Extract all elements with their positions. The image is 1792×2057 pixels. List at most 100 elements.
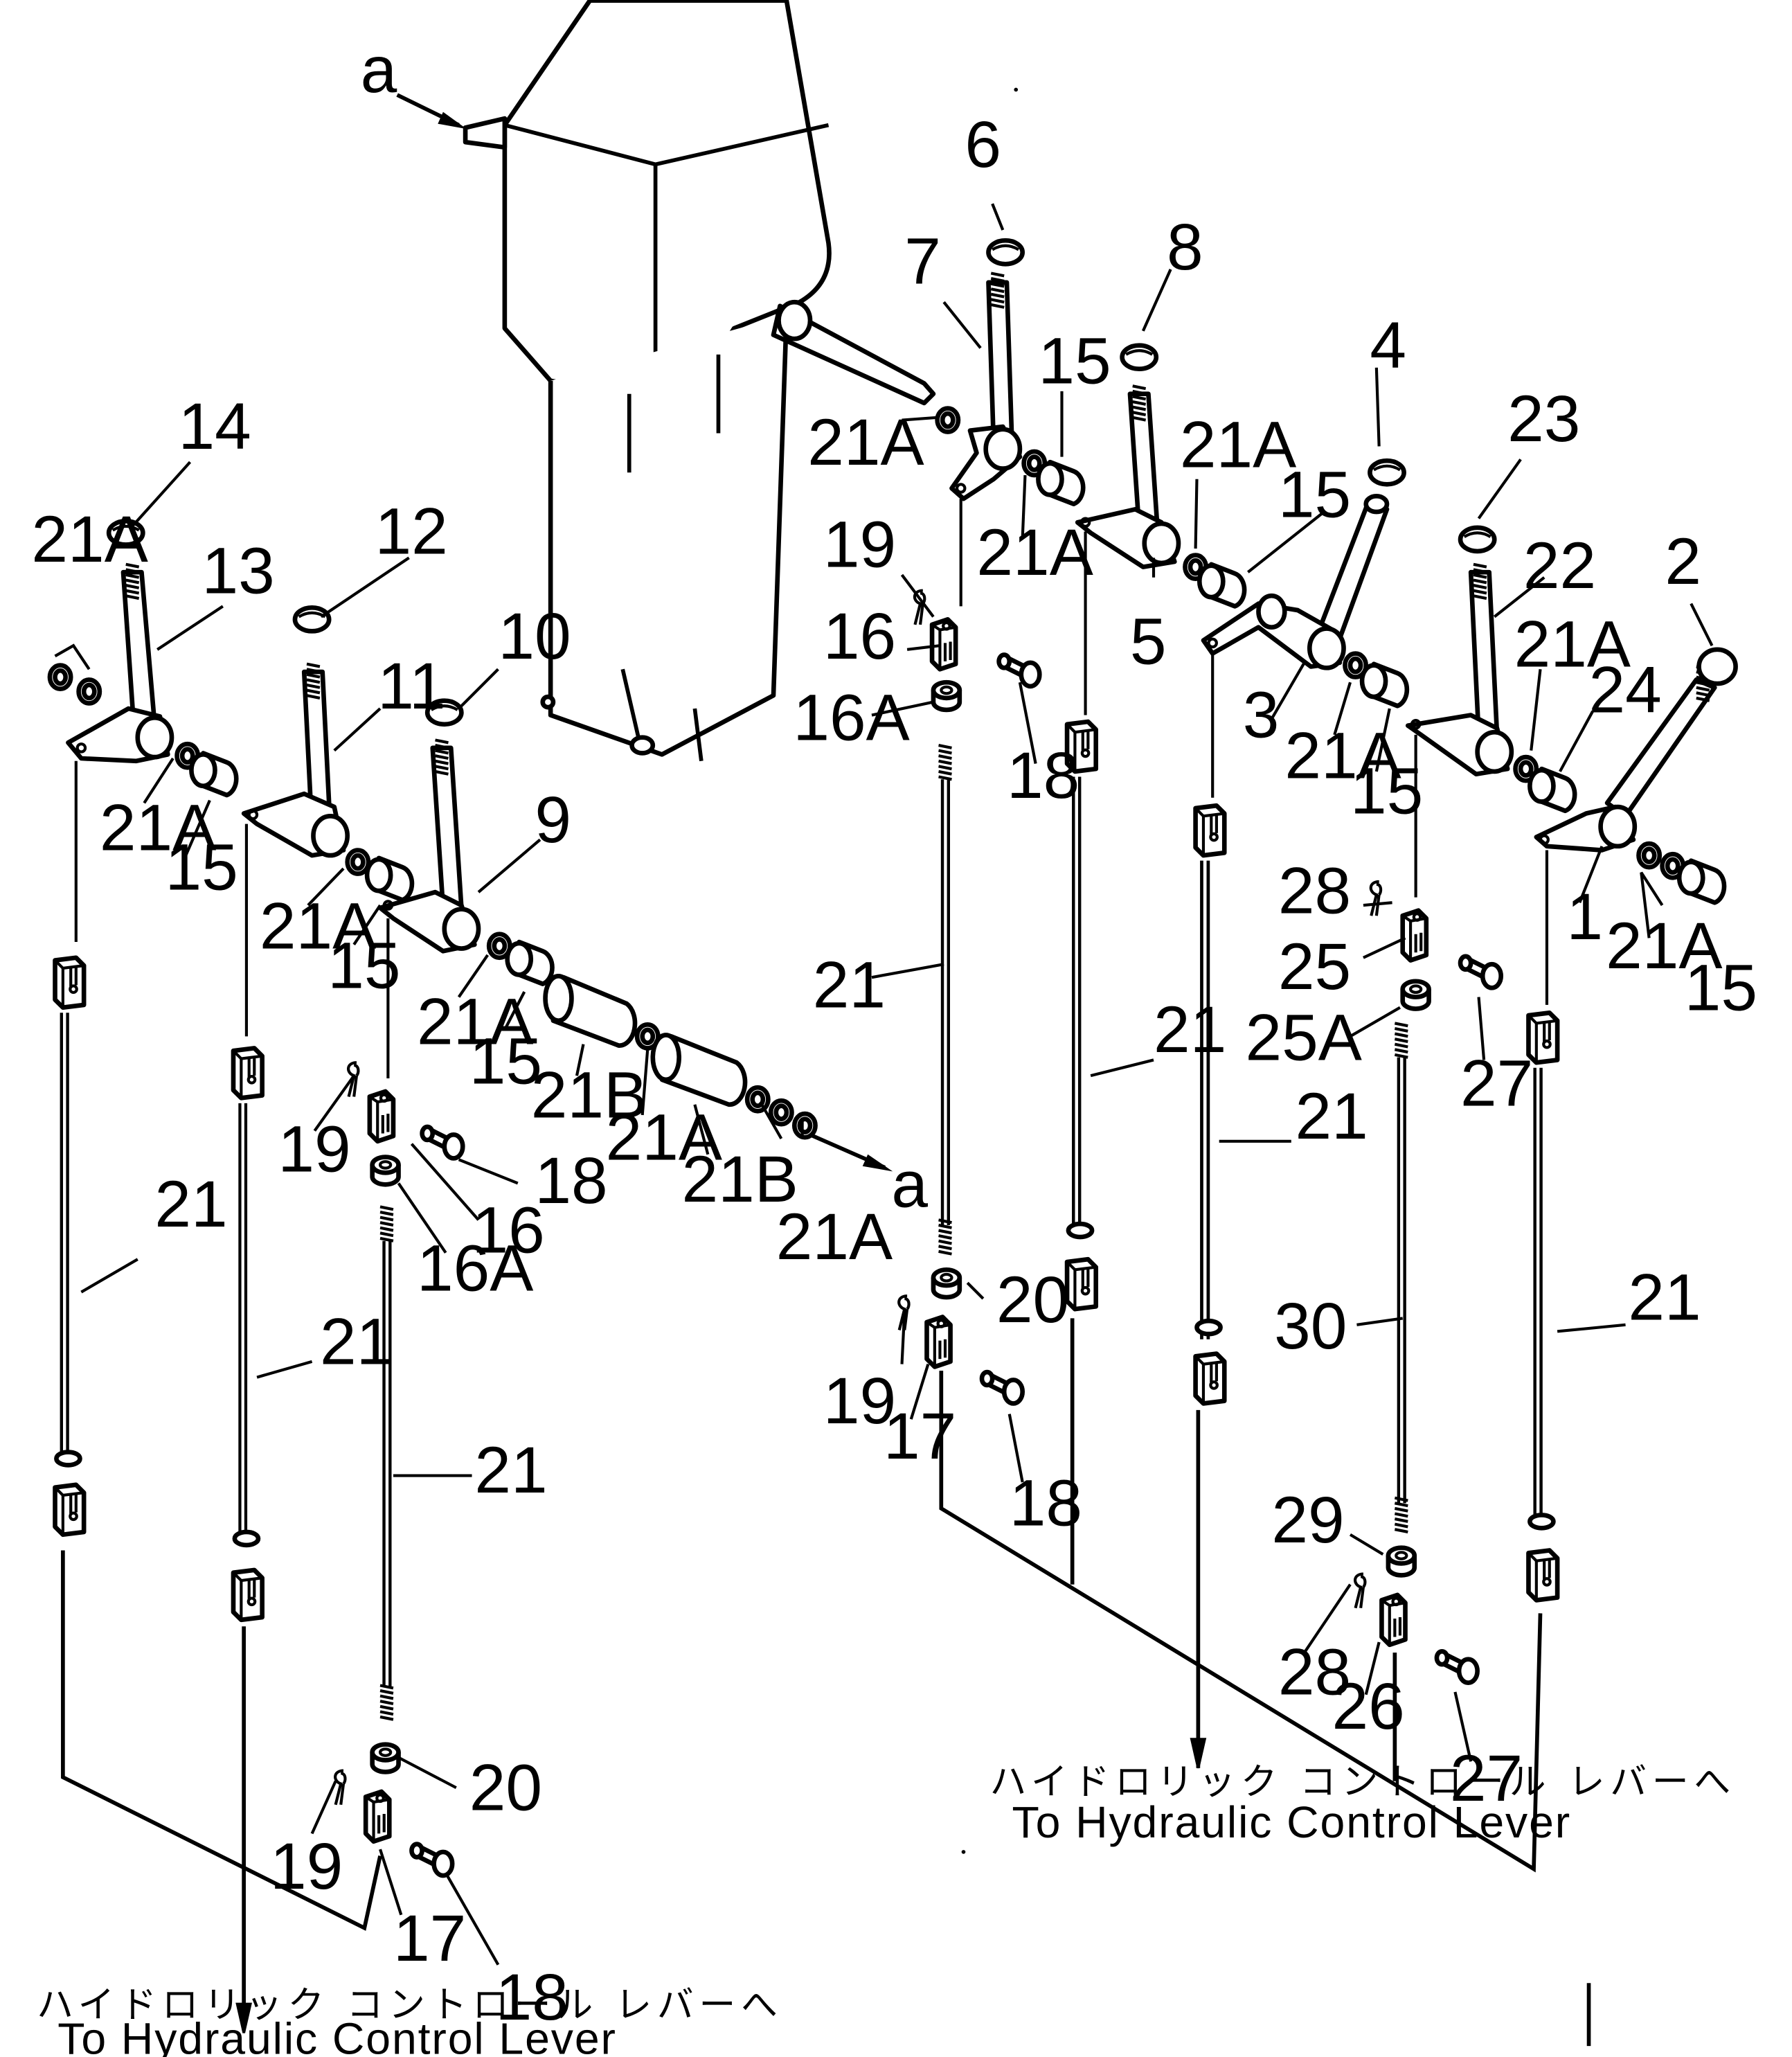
callout-labels: a a 14 21A 13 12 10 11 9 21A 15 21A 15 2…	[31, 33, 1757, 2034]
control-box	[463, 0, 936, 762]
callout-2: 2	[1665, 525, 1701, 598]
ball-2	[1696, 647, 1738, 686]
callout-18: 18	[496, 1961, 568, 2034]
bushing-15	[1679, 861, 1724, 903]
pin-27	[1437, 1651, 1478, 1682]
scan-dot	[961, 1850, 966, 1854]
rod-21-far-right	[1528, 1013, 1557, 1600]
callout-21: 21	[154, 1168, 227, 1241]
lever-assembly-3	[1201, 494, 1390, 670]
nut-20	[373, 1745, 399, 1772]
callout-19: 19	[270, 1830, 343, 1903]
washer-21A	[771, 1101, 791, 1124]
nut-16A	[933, 682, 960, 710]
callout-13: 13	[202, 534, 275, 607]
rod-21-center-right	[1196, 805, 1225, 1403]
callout-21B: 21B	[531, 1059, 647, 1132]
callout-5: 5	[1130, 605, 1167, 679]
note-japanese: ハイドロリック コントロール レバーへ	[37, 1984, 783, 2026]
cotter-pin-28	[1355, 1574, 1365, 1608]
ball-23	[1460, 528, 1494, 551]
callout-26: 26	[1332, 1670, 1404, 1743]
callout-20: 20	[996, 1263, 1069, 1337]
callout-14: 14	[178, 390, 251, 463]
clevis-17	[926, 1317, 950, 1367]
lever-assembly-5	[1075, 386, 1181, 569]
callout-21: 21	[474, 1434, 547, 1507]
callout-27: 27	[1450, 1742, 1523, 1815]
callout-17: 17	[393, 1902, 466, 1975]
rod-21-center	[1067, 722, 1096, 1309]
callout-21: 21	[813, 949, 886, 1022]
bushing-15	[1199, 564, 1244, 607]
callout-21A: 21A	[417, 986, 533, 1059]
cotter-pin-28	[1371, 882, 1381, 916]
callout-15: 15	[1685, 951, 1757, 1024]
callout-28: 28	[1278, 1636, 1351, 1709]
nut-16A	[373, 1157, 399, 1185]
callout-16A: 16A	[417, 1232, 533, 1306]
note-english: To Hydraulic Control Lever	[57, 2013, 617, 2057]
callout-21: 21	[1154, 993, 1226, 1067]
clevis-26	[1381, 1595, 1405, 1645]
clevis-25	[1403, 911, 1426, 961]
callout-16: 16	[823, 600, 896, 673]
washer-21A	[50, 666, 71, 689]
rod-21-far-left	[55, 958, 84, 1535]
callout-4: 4	[1370, 309, 1406, 382]
callout-21A: 21A	[606, 1101, 722, 1174]
callout-20: 20	[469, 1751, 542, 1824]
ball-6	[988, 240, 1022, 264]
rod-21-left	[233, 1048, 262, 1619]
callout-18: 18	[1010, 1467, 1082, 1540]
callout-11: 11	[377, 650, 445, 723]
washer-21A	[348, 851, 368, 874]
bushing-15	[1530, 769, 1575, 811]
callout-21A: 21A	[1606, 909, 1722, 983]
callout-21A: 21A	[31, 503, 147, 576]
callout-3: 3	[1243, 679, 1280, 752]
note-japanese: ハイドロリック コントロール レバーへ	[989, 1761, 1736, 1804]
ball-8	[1122, 346, 1156, 369]
callout-21: 21	[1628, 1261, 1701, 1334]
callout-21A: 21A	[807, 406, 924, 479]
ball-12	[295, 607, 329, 631]
bushing-15	[508, 942, 553, 984]
ball-4	[1370, 461, 1404, 484]
rod-30	[1395, 1023, 1408, 1532]
callout-9: 9	[535, 783, 571, 857]
note-right: ハイドロリック コントロール レバーへ To Hydraulic Control…	[989, 1761, 1736, 1847]
callout-18: 18	[1007, 739, 1079, 812]
clevis-16	[932, 619, 956, 669]
callout-21A: 21A	[100, 792, 216, 865]
bushing-15	[191, 753, 236, 795]
callout-a: a	[361, 33, 397, 107]
pin-18	[999, 654, 1040, 686]
callout-6: 6	[965, 108, 1001, 181]
callout-30: 30	[1274, 1290, 1347, 1363]
lever-assembly-1	[1534, 666, 1717, 853]
callout-12: 12	[375, 495, 447, 569]
callout-8: 8	[1167, 211, 1203, 284]
callout-21A: 21A	[976, 516, 1093, 589]
callout-19: 19	[823, 1364, 896, 1438]
callout-21: 21	[320, 1306, 393, 1379]
callout-15: 15	[328, 929, 400, 1002]
callout-7: 7	[904, 225, 941, 299]
callout-21B: 21B	[681, 1143, 798, 1216]
callout-24: 24	[1589, 654, 1662, 727]
callout-15: 15	[469, 1025, 542, 1098]
callout-27: 27	[1460, 1047, 1533, 1121]
rod-21-threaded-left	[380, 1206, 393, 1719]
callout-21A: 21A	[1514, 607, 1631, 681]
callout-25A: 25A	[1246, 1001, 1362, 1074]
connection-lines	[61, 93, 1549, 2033]
callout-1: 1	[1566, 880, 1603, 954]
lever-assembly-9	[377, 740, 481, 954]
callout-15: 15	[165, 830, 238, 904]
rod-21-threaded-center	[939, 745, 952, 1254]
scan-dot	[1014, 87, 1019, 92]
lever-assembly-13	[66, 564, 174, 764]
callout-21A: 21A	[1284, 719, 1401, 792]
callout-21A: 21A	[1180, 409, 1296, 482]
